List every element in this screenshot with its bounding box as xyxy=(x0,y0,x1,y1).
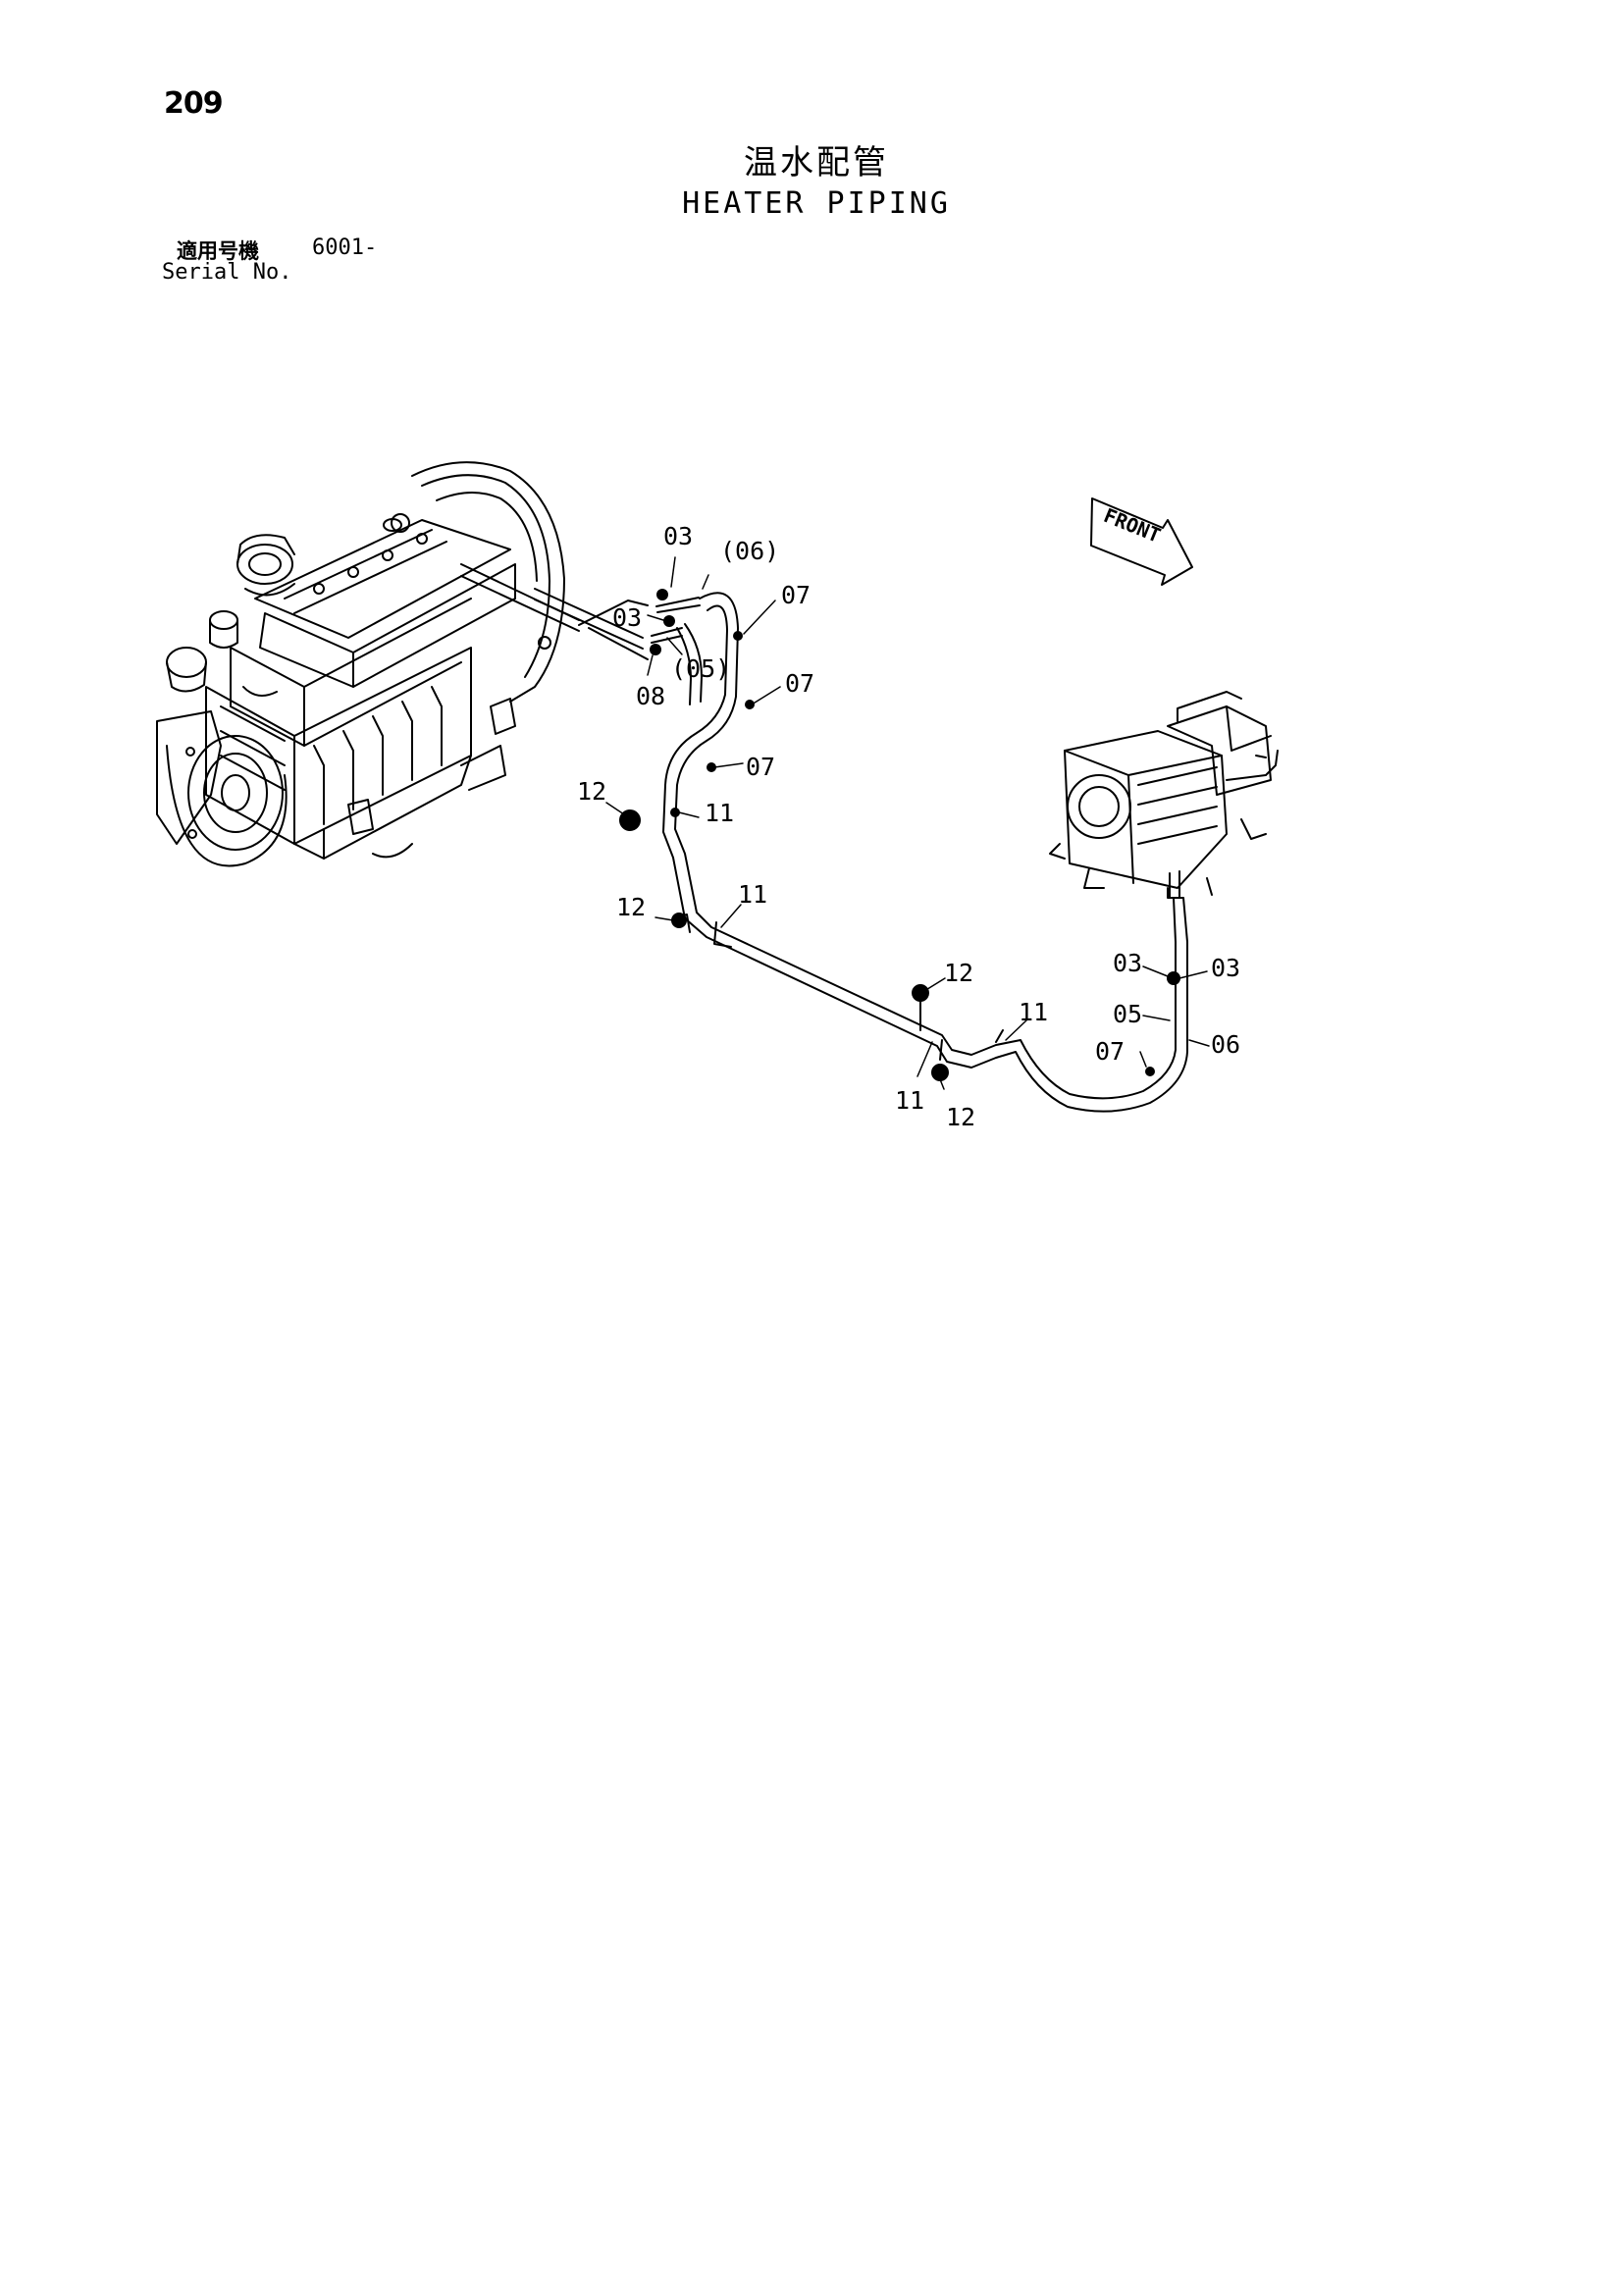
callout-07-upper: 07 xyxy=(781,581,811,609)
callout-03-mid: 03 xyxy=(612,603,642,632)
page-title-english: HEATER PIPING xyxy=(682,186,951,221)
heater-unit-illustration xyxy=(1049,691,1279,899)
callout-11-middle: 11 xyxy=(738,880,767,909)
callout-07-lower: 07 xyxy=(746,753,775,781)
callout-03-heater-right: 03 xyxy=(1211,954,1240,982)
callout-06-heater: 06 xyxy=(1211,1030,1240,1059)
page-title-japanese: 温水配管 xyxy=(744,143,889,183)
callout-07-heater: 07 xyxy=(1095,1037,1125,1066)
bolt-markers xyxy=(619,809,1004,1081)
front-label: FRONT xyxy=(1100,503,1164,548)
heater-hoses xyxy=(651,592,1188,1113)
serial-label-english: Serial No. xyxy=(162,260,292,285)
callout-03-top: 03 xyxy=(663,522,693,550)
clamp-markers xyxy=(650,589,1180,1076)
engine-illustration xyxy=(156,461,644,867)
callout-05-heater: 05 xyxy=(1113,1000,1142,1028)
callout-11-bottom: 11 xyxy=(895,1086,924,1115)
callout-05-paren: (05) xyxy=(671,654,730,683)
callout-12-upper-left: 12 xyxy=(577,777,606,806)
callout-11-right: 11 xyxy=(1019,998,1048,1026)
callout-06-paren: (06) xyxy=(720,537,779,565)
front-direction-arrow xyxy=(1090,497,1193,586)
callout-12-lower-left: 12 xyxy=(616,893,646,921)
callout-03-heater-left: 03 xyxy=(1113,949,1142,977)
callout-07-middle: 07 xyxy=(785,669,814,698)
leader-lines xyxy=(605,556,1210,1090)
callout-12-center: 12 xyxy=(944,959,973,987)
serial-number-value: 6001- xyxy=(312,235,378,260)
callout-11-upper: 11 xyxy=(705,799,734,827)
callout-12-bottom: 12 xyxy=(946,1103,975,1131)
serial-label-japanese: 適用号機 xyxy=(177,239,259,263)
callout-08: 08 xyxy=(636,682,665,710)
page-number: 209 xyxy=(164,86,224,121)
